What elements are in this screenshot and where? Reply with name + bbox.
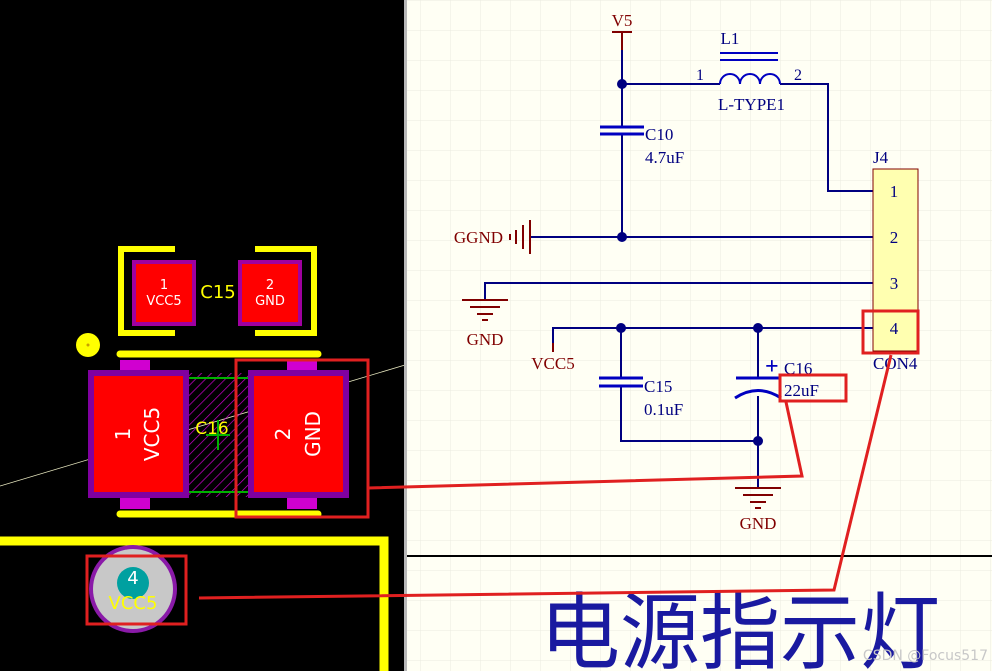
l1-coil bbox=[719, 73, 781, 85]
th-pad-drill bbox=[117, 567, 149, 599]
inductor-l1[interactable]: L1 1 2 L-TYPE1 bbox=[696, 29, 802, 114]
annotation-box-vcc5-pad bbox=[85, 554, 188, 626]
pcb-through-hole-pad-4[interactable]: 4 VCC5 bbox=[89, 545, 177, 633]
junction-dots bbox=[616, 79, 763, 446]
j4-body bbox=[872, 168, 919, 352]
connector-silkscreen-outline bbox=[0, 536, 389, 671]
th-pad-number: 4 bbox=[127, 568, 138, 589]
pin1-marker-center bbox=[86, 343, 90, 347]
annotation-box-c16-gnd-pad bbox=[234, 358, 370, 519]
c15-sch-designator: C15 bbox=[644, 377, 672, 396]
c15-designator: C15 bbox=[200, 282, 235, 303]
c15-pad-2[interactable] bbox=[238, 260, 302, 326]
c16-pad1-number: 1 bbox=[111, 428, 135, 441]
c15-pad2-number: 2 bbox=[266, 278, 274, 293]
red-annotations bbox=[85, 309, 920, 626]
j4-pin-1: 1 bbox=[890, 182, 899, 201]
c16-mask-top-left bbox=[120, 360, 150, 372]
pcb-view[interactable]: 1 VCC5 2 GND C15 1 VCC5 2 GND bbox=[0, 0, 406, 671]
c15-pad1-net: VCC5 bbox=[146, 294, 181, 309]
c10-value: 4.7uF bbox=[645, 148, 684, 167]
c16-pad-1[interactable] bbox=[88, 370, 189, 498]
j4-pin-3: 3 bbox=[890, 274, 899, 293]
l1-pin2: 2 bbox=[794, 67, 802, 84]
annotation-box-c16-value bbox=[778, 373, 848, 403]
j4-pin-4: 4 bbox=[890, 319, 899, 338]
c15-pad1-number: 1 bbox=[160, 278, 168, 293]
gnd-bottom-label: GND bbox=[740, 514, 777, 533]
th-pad-net: VCC5 bbox=[109, 593, 158, 614]
annotation-line-c16 bbox=[367, 401, 804, 490]
vcc5-label: VCC5 bbox=[531, 354, 574, 373]
l1-value: L-TYPE1 bbox=[718, 95, 785, 114]
c16-sch-designator: C16 bbox=[784, 359, 812, 378]
power-port-vcc5[interactable]: VCC5 bbox=[531, 343, 575, 373]
c15-pad-1[interactable] bbox=[132, 260, 196, 326]
c16-mask-top-right bbox=[287, 360, 317, 372]
annotation-box-j4-pin4 bbox=[861, 309, 920, 355]
c16-sch-value: 22uF bbox=[784, 381, 819, 400]
l1-designator: L1 bbox=[721, 29, 740, 48]
c15-sch-value: 0.1uF bbox=[644, 400, 683, 419]
j4-pin-2: 2 bbox=[890, 228, 899, 247]
section-title: 电源指示灯 bbox=[540, 584, 940, 671]
l1-pin1: 1 bbox=[696, 67, 704, 84]
ground-port-gnd-left[interactable]: GND bbox=[462, 299, 508, 349]
ggnd-label: GGND bbox=[454, 228, 503, 247]
pcb-footprint-c15[interactable]: 1 VCC5 2 GND C15 bbox=[118, 235, 317, 346]
pcb-footprint-c16[interactable]: 1 VCC5 2 GND C16 bbox=[88, 350, 349, 518]
c16-plate-curved bbox=[734, 389, 782, 400]
watermark: CSDN @Focus517 bbox=[863, 648, 988, 664]
schematic-view[interactable]: V5 L1 1 2 L-TYPE1 C10 4.7uF GGND bbox=[407, 0, 992, 671]
power-port-v5[interactable]: V5 bbox=[612, 11, 633, 50]
gnd-left-label: GND bbox=[467, 330, 504, 349]
connector-j4[interactable]: J4 1 2 3 4 CON4 bbox=[872, 148, 919, 373]
c16-polarity-plus: + bbox=[765, 354, 779, 380]
c16-pad2-net: GND bbox=[301, 411, 325, 457]
c10-designator: C10 bbox=[645, 125, 673, 144]
c16-pad1-net: VCC5 bbox=[140, 407, 164, 461]
c15-pad2-net: GND bbox=[255, 294, 285, 309]
capacitor-c16[interactable]: + C16 22uF bbox=[734, 354, 819, 400]
schematic-wires bbox=[484, 50, 873, 488]
c16-mask-bottom-left bbox=[120, 497, 150, 509]
capacitor-c10[interactable]: C10 4.7uF bbox=[600, 125, 684, 167]
c16-pad2-number: 2 bbox=[271, 428, 295, 441]
c15-silk-gap bbox=[175, 235, 255, 263]
ground-port-ggnd[interactable]: GGND bbox=[454, 220, 531, 254]
j4-designator: J4 bbox=[873, 148, 889, 167]
capacitor-c15[interactable]: C15 0.1uF bbox=[599, 376, 683, 419]
ground-port-gnd-bottom[interactable]: GND bbox=[735, 487, 781, 533]
c16-designator: C16 bbox=[195, 419, 229, 439]
c16-mask-bottom-right bbox=[287, 497, 317, 509]
annotation-line-pin4 bbox=[198, 354, 893, 600]
v5-label: V5 bbox=[612, 11, 633, 30]
c16-pad-2[interactable] bbox=[248, 370, 349, 498]
view-divider bbox=[404, 0, 407, 671]
j4-type: CON4 bbox=[873, 354, 918, 373]
